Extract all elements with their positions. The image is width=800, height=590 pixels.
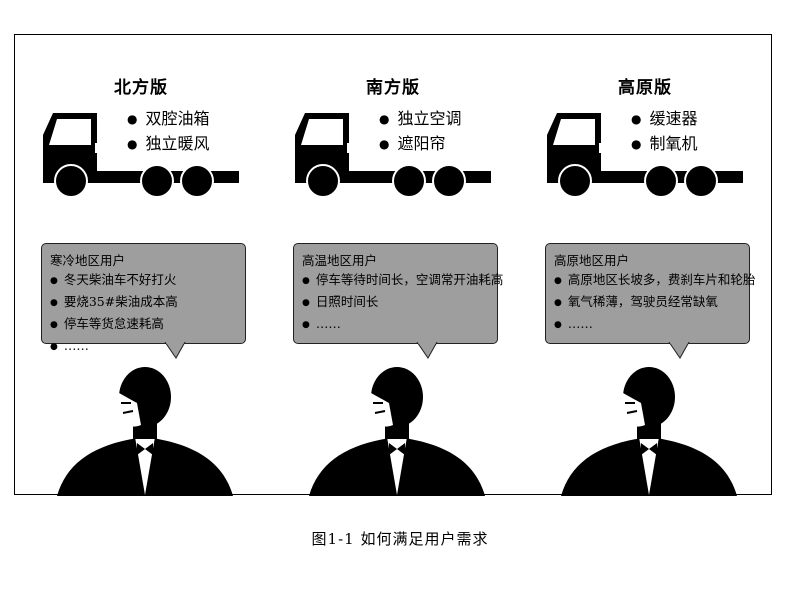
version-title: 南方版: [366, 78, 420, 98]
panel-north: 北方版 双腔油箱 独立暖风 寒冷地区用户 冬天柴油车不好打火 要烧35#柴油成本…: [15, 35, 267, 496]
needs-list: 高原地区长坡多，费刹车片和轮胎 氧气稀薄，驾驶员经常缺氧 ……: [554, 270, 756, 336]
feature-item: 制氧机: [631, 132, 697, 157]
figure-caption: 图1-1 如何满足用户需求: [311, 530, 489, 548]
need-item: ……: [554, 314, 741, 336]
need-item: ……: [50, 336, 237, 358]
need-item: 氧气稀薄，驾驶员经常缺氧: [554, 292, 741, 314]
speech-bubble: 高温地区用户 停车等待时间长，空调常开油耗高 日照时间长 ……: [293, 243, 504, 344]
needs-list: 停车等待时间长，空调常开油耗高 日照时间长 ……: [302, 270, 504, 336]
truck-icon: [43, 113, 239, 197]
feature-item: 独立暖风: [127, 132, 209, 157]
feature-item: 遮阳帘: [379, 132, 462, 157]
feature-item: 双腔油箱: [127, 107, 209, 132]
feature-list: 独立空调 遮阳帘: [379, 107, 462, 157]
needs-list: 冬天柴油车不好打火 要烧35#柴油成本高 停车等货怠速耗高 ……: [50, 270, 237, 358]
need-item: ……: [302, 314, 489, 336]
need-item: 高原地区长坡多，费刹车片和轮胎: [554, 270, 756, 292]
feature-list: 缓速器 制氧机: [631, 107, 697, 157]
man-icon: [561, 367, 737, 496]
bubble-tail: [164, 342, 186, 359]
version-title: 高原版: [618, 78, 672, 98]
need-item: 日照时间长: [302, 292, 489, 314]
feature-item: 独立空调: [379, 107, 461, 132]
version-title: 北方版: [114, 78, 168, 98]
bubble-tail: [416, 342, 438, 359]
feature-list: 双腔油箱 独立暖风: [127, 107, 209, 157]
bubble-tail: [668, 342, 690, 359]
truck-icon: [295, 113, 491, 197]
diagram-frame: 北方版 双腔油箱 独立暖风 寒冷地区用户 冬天柴油车不好打火 要烧35#柴油成本…: [14, 34, 772, 496]
panel-plateau: 高原版 缓速器 制氧机 高原地区用户 高原地区长坡多，费刹车片和轮胎 氧气稀薄，…: [519, 35, 771, 496]
feature-item: 缓速器: [631, 107, 697, 132]
speech-bubble: 寒冷地区用户 冬天柴油车不好打火 要烧35#柴油成本高 停车等货怠速耗高 ……: [41, 243, 246, 353]
need-item: 冬天柴油车不好打火: [50, 270, 237, 292]
speech-bubble: 高原地区用户 高原地区长坡多，费刹车片和轮胎 氧气稀薄，驾驶员经常缺氧 ……: [545, 243, 756, 344]
user-group-title: 高原地区用户: [554, 253, 630, 268]
panel-south: 南方版 独立空调 遮阳帘 高温地区用户 停车等待时间长，空调常开油耗高 日照时间…: [267, 35, 519, 496]
truck-icon: [547, 113, 743, 197]
need-item: 停车等货怠速耗高: [50, 314, 237, 336]
man-icon: [57, 367, 233, 496]
man-icon: [309, 367, 485, 496]
user-group-title: 寒冷地区用户: [50, 253, 126, 268]
need-item: 停车等待时间长，空调常开油耗高: [302, 270, 504, 292]
user-group-title: 高温地区用户: [302, 253, 378, 268]
need-item: 要烧35#柴油成本高: [50, 292, 237, 314]
